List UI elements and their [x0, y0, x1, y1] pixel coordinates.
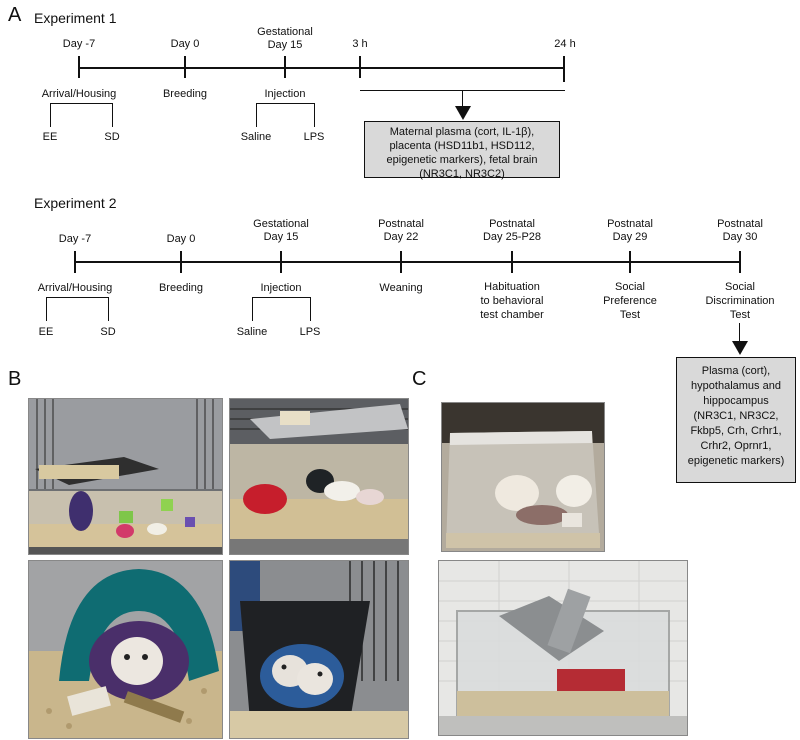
- tick-label-day-15: Day 15: [267, 39, 303, 51]
- photo-sd-cage-with-toys: [229, 398, 409, 555]
- event-habituation: test chamber: [480, 309, 544, 321]
- tick-label-postnatal: Postnatal: [489, 218, 535, 230]
- event-social-preference: Test: [619, 309, 641, 321]
- arrow-shaft: [739, 323, 740, 343]
- event-weaning: Weaning: [379, 282, 423, 294]
- timeline-tick: [280, 251, 282, 273]
- event-habituation: Habituation: [484, 281, 540, 293]
- branch-sd: SD: [100, 326, 116, 338]
- photo-behavior-chamber-top: [441, 402, 605, 552]
- tick-label-day-minus-7: Day -7: [58, 233, 92, 245]
- timeline-tick: [563, 56, 565, 82]
- bracket-line: [256, 103, 315, 104]
- branch-ee: EE: [38, 326, 54, 338]
- timeline-tick: [180, 251, 182, 273]
- tick-label-day-25-p28: Day 25-P28: [482, 231, 542, 243]
- timeline-line: [79, 67, 565, 69]
- bracket-line: [252, 297, 311, 298]
- event-breeding: Breeding: [158, 282, 204, 294]
- event-social-preference: Preference: [603, 295, 657, 307]
- timeline-tick: [400, 251, 402, 273]
- timeline-tick: [739, 251, 741, 273]
- tick-label-postnatal: Postnatal: [378, 218, 424, 230]
- tick-label-day-minus-7: Day -7: [62, 38, 96, 50]
- photo-ee-cage-overview: [28, 398, 223, 555]
- bracket-line: [252, 297, 253, 321]
- bracket-line: [108, 297, 109, 321]
- event-social-discrimination: Discrimination: [705, 295, 775, 307]
- event-injection: Injection: [260, 282, 302, 294]
- bracket-line: [310, 297, 311, 321]
- tick-label-gestational: Gestational: [253, 218, 309, 230]
- outcome-box-text: Maternal plasma (cort, IL-1β), placenta …: [386, 126, 538, 180]
- tick-label-24h: 24 h: [554, 38, 576, 50]
- branch-sd: SD: [104, 131, 120, 143]
- panel-label-a: A: [8, 4, 22, 26]
- arrow-down-icon: [732, 341, 748, 355]
- bracket-line: [50, 103, 113, 104]
- tick-label-day-0: Day 0: [166, 233, 196, 245]
- branch-lps: LPS: [303, 131, 325, 143]
- bracket-line: [46, 297, 109, 298]
- timeline-tick: [74, 251, 76, 273]
- experiment-2-outcome-box: Plasma (cort), hypothalamus and hippocam…: [676, 357, 796, 483]
- event-social-preference: Social: [615, 281, 645, 293]
- photo-rat-in-teal-igloo: [28, 560, 223, 739]
- timeline-tick: [359, 56, 361, 78]
- bracket-line: [256, 103, 257, 127]
- tick-label-postnatal: Postnatal: [717, 218, 763, 230]
- tick-label-day-30: Day 30: [722, 231, 758, 243]
- tick-label-day-29: Day 29: [612, 231, 648, 243]
- experiment-1-outcome-box: Maternal plasma (cort, IL-1β), placenta …: [364, 121, 560, 180]
- timeline-tick: [284, 56, 286, 78]
- tick-label-day-22: Day 22: [383, 231, 419, 243]
- tick-label-postnatal: Postnatal: [607, 218, 653, 230]
- tick-label-gestational: Gestational: [257, 26, 313, 38]
- bracket-line: [112, 103, 113, 127]
- timeline-tick: [184, 56, 186, 78]
- timeline-tick: [78, 56, 80, 78]
- branch-saline: Saline: [236, 326, 268, 338]
- event-injection: Injection: [264, 88, 306, 100]
- tick-label-day-15: Day 15: [263, 231, 299, 243]
- event-habituation: to behavioral: [480, 295, 544, 307]
- bracket-line: [314, 103, 315, 127]
- event-social-discrimination: Social: [725, 281, 755, 293]
- event-arrival-housing: Arrival/Housing: [37, 282, 113, 294]
- photo-social-test-chamber: [438, 560, 688, 736]
- photo-rats-in-hammock: [229, 560, 409, 739]
- timeline-tick: [629, 251, 631, 273]
- branch-saline: Saline: [240, 131, 272, 143]
- timeline-tick: [511, 251, 513, 273]
- experiment-2-title: Experiment 2: [34, 195, 117, 211]
- event-social-discrimination: Test: [729, 309, 751, 321]
- outcome-box-text: Plasma (cort), hypothalamus and hippocam…: [687, 365, 785, 467]
- arrow-down-icon: [455, 106, 471, 120]
- branch-ee: EE: [42, 131, 58, 143]
- tick-label-day-0: Day 0: [170, 38, 200, 50]
- bracket-line: [46, 297, 47, 321]
- bracket-line: [50, 103, 51, 127]
- tick-label-3h: 3 h: [352, 38, 368, 50]
- timeline-line: [75, 261, 741, 263]
- event-arrival-housing: Arrival/Housing: [41, 88, 117, 100]
- panel-label-c: C: [412, 368, 427, 390]
- event-breeding: Breeding: [162, 88, 208, 100]
- panel-label-b: B: [8, 368, 22, 390]
- experiment-1-title: Experiment 1: [34, 10, 117, 26]
- arrow-shaft: [462, 90, 463, 108]
- branch-lps: LPS: [299, 326, 321, 338]
